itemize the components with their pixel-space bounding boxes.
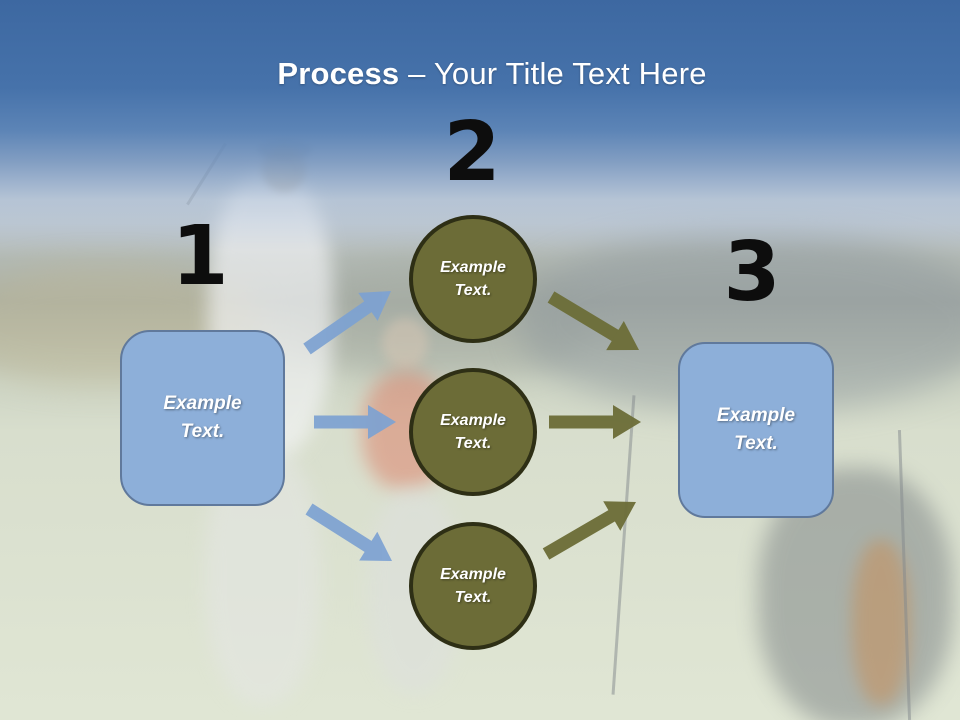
- title-emphasis: Process: [277, 56, 400, 91]
- step-2-circle-1-text: Example Text.: [440, 258, 506, 299]
- step-3-text: Example Text.: [716, 405, 796, 454]
- header-gradient-band: [0, 0, 960, 250]
- step-3-box[interactable]: Example Text.: [678, 342, 834, 518]
- background-woman-head: [382, 318, 428, 368]
- step-1-box[interactable]: Example Text.: [120, 330, 285, 506]
- step-2-circle-2[interactable]: Example Text.: [409, 368, 537, 496]
- step-2-number: 2: [443, 105, 501, 200]
- step-2-circle-2-text: Example Text.: [440, 411, 506, 452]
- step-1-number: 1: [171, 209, 229, 304]
- slide-title[interactable]: Process – Your Title Text Here: [24, 56, 960, 92]
- step-3-number: 3: [723, 225, 781, 320]
- title-rest: – Your Title Text Here: [399, 56, 707, 91]
- step-2-circle-1[interactable]: Example Text.: [409, 215, 537, 343]
- step-2-circle-3[interactable]: Example Text.: [409, 522, 537, 650]
- background-golf-bag-accent: [852, 540, 910, 705]
- step-2-circle-3-text: Example Text.: [440, 565, 506, 606]
- step-1-text: Example Text.: [163, 393, 242, 442]
